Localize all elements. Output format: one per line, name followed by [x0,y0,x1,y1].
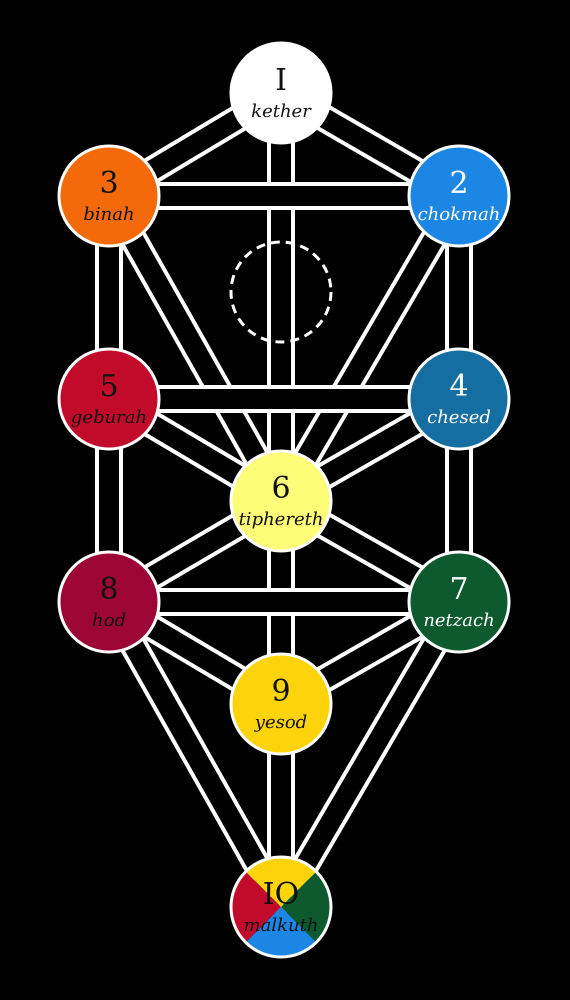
sephirah-name-binah: binah [83,204,134,225]
sephirah-chesed: 4 chesed [407,347,511,451]
path-netzach-hod [107,588,461,616]
sephirah-malkuth: IO malkuth [229,855,333,959]
malkuth-quadrant-russet [230,871,281,943]
sephirah-number-tiphereth: 6 [271,471,290,506]
path-chesed-geburah [107,385,461,413]
sephirah-geburah: 5 geburah [57,347,161,451]
daath-dashed-circle [229,240,333,344]
malkuth-quadrant-citrine [245,857,317,907]
sephirah-binah: 3 binah [57,144,161,248]
sephirah-number-yesod: 9 [271,674,290,709]
path-kether-tiphereth [267,91,295,503]
malkuth-quadrant-black [245,907,317,957]
sephirah-number-hod: 8 [99,572,118,607]
sephirah-circle-chesed [407,347,511,451]
sephirah-number-geburah: 5 [99,369,118,404]
sephirah-tiphereth: 6 tiphereth [229,449,333,553]
sephirah-number-kether: I [275,63,287,98]
sephirah-netzach: 7 netzach [407,550,511,654]
sephirah-circle-geburah [57,347,161,451]
sephirah-circle-netzach [407,550,511,654]
sephirah-name-tiphereth: tiphereth [239,509,324,530]
sephirah-circle-hod [57,550,161,654]
sephirah-name-chokmah: chokmah [418,204,501,225]
sephirah-circle-chokmah [407,144,511,248]
sephirah-number-binah: 3 [99,166,118,201]
sephirah-name-yesod: yesod [254,712,307,733]
sephirah-circle-yesod [229,652,333,756]
sephirah-hod: 8 hod [57,550,161,654]
sephirah-name-malkuth: malkuth [244,915,319,936]
sephirah-yesod: 9 yesod [229,652,333,756]
sephirah-number-netzach: 7 [449,572,468,607]
sephirah-circle-kether [229,41,333,145]
sephirah-number-chokmah: 2 [449,166,468,201]
sephirah-number-malkuth: IO [263,877,299,912]
sephirah-name-hod: hod [92,610,126,631]
sephirah-circle-tiphereth [229,449,333,553]
path-chokmah-binah [107,182,461,210]
sephirah-chokmah: 2 chokmah [407,144,511,248]
malkuth-outline [229,855,333,959]
sephirah-name-geburah: geburah [71,407,147,428]
sephirah-name-chesed: chesed [427,407,491,428]
malkuth-quadrant-olive [281,871,332,943]
sephirah-number-chesed: 4 [449,369,468,404]
sephirah-name-netzach: netzach [423,610,494,631]
sephirah-name-kether: kether [251,101,312,122]
sephirah-circle-binah [57,144,161,248]
